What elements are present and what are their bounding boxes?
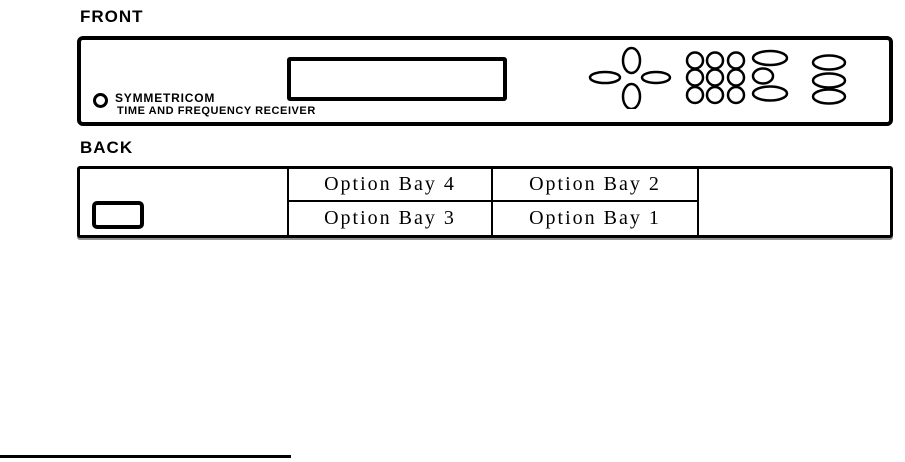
soft-key-3 (811, 88, 847, 105)
power-led-icon (93, 93, 108, 108)
device-name-label: TIME AND FREQUENCY RECEIVER (117, 105, 316, 117)
bay-table-divider-right (697, 169, 699, 235)
power-connector (92, 201, 144, 229)
back-section-label: BACK (80, 138, 134, 157)
soft-key-1 (811, 54, 847, 71)
footnote-rule (0, 455, 291, 458)
front-section-label: FRONT (80, 7, 144, 26)
keypad-button-5 (705, 68, 725, 87)
option-bay-1-cell: Option Bay 1 (529, 207, 661, 229)
nav-down-button (621, 82, 642, 109)
function-key-top (751, 49, 789, 67)
bay-table-row-divider (289, 200, 697, 202)
keypad-button-1 (685, 51, 705, 70)
nav-up-button (621, 46, 642, 75)
keypad-button-8 (705, 85, 725, 105)
keypad-button-2 (705, 51, 725, 70)
function-key-bottom (751, 85, 789, 102)
nav-right-button (640, 70, 672, 85)
function-key-middle (751, 67, 775, 85)
back-panel (77, 166, 893, 238)
keypad-button-7 (685, 85, 705, 105)
keypad-button-3 (726, 51, 746, 70)
keypad-button-9 (726, 85, 746, 105)
lcd-display (287, 57, 507, 101)
nav-left-button (588, 70, 622, 85)
front-button-cluster (588, 46, 847, 109)
option-bay-3-cell: Option Bay 3 (324, 207, 456, 229)
option-bay-4-cell: Option Bay 4 (324, 173, 456, 195)
brand-label: SYMMETRICOM (115, 91, 216, 105)
bay-table-divider-middle (491, 169, 493, 235)
keypad-button-6 (726, 68, 746, 87)
bay-table-divider-left (287, 169, 289, 235)
option-bay-2-cell: Option Bay 2 (529, 173, 661, 195)
keypad-button-4 (685, 68, 705, 87)
soft-key-2 (811, 72, 847, 89)
